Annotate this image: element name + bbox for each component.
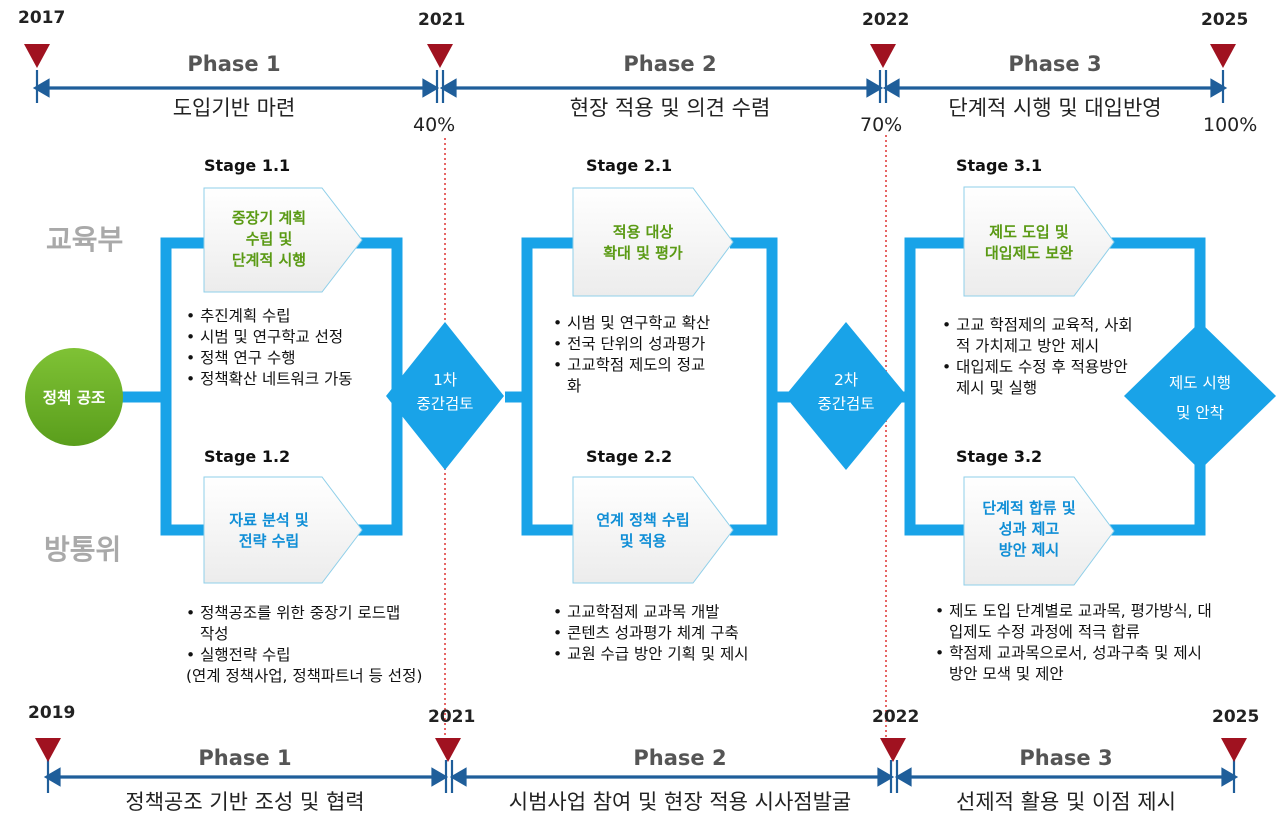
stage-2-2-title: Stage 2.2: [586, 447, 673, 466]
stage-2-1-title: Stage 2.1: [586, 156, 673, 175]
top-year-2017: 2017: [18, 8, 66, 28]
stage-1-2-bullets: • 정책공조를 위한 중장기 로드맵 작성 • 실행전략 수립 (연계 정책사업…: [186, 603, 422, 687]
bottom-phase-3-title: Phase 3: [1019, 746, 1113, 770]
top-marker-2021: [427, 44, 453, 68]
start-node-label: 정책 공조: [42, 389, 106, 407]
stage-box-1-1: [203, 187, 363, 293]
list-item: • 교원 수급 방안 기획 및 제시: [553, 645, 749, 663]
bottom-phase-2-label: 시범사업 참여 및 현장 적용 시사점발굴: [508, 790, 852, 814]
list-item: • 정책확산 네트워크 가동: [186, 370, 353, 388]
list-item: • 정책공조를 위한 중장기 로드맵 작성: [186, 604, 401, 643]
stage-3-2-bullets: • 제도 도입 단계별로 교과목, 평가방식, 대입제도 수정 과정에 적극 합…: [935, 601, 1215, 685]
review-diamond-1: [386, 322, 504, 470]
progress-40: 40%: [413, 114, 456, 136]
list-item: (연계 정책사업, 정책파트너 등 선정): [186, 667, 423, 685]
bottom-marker-2019: [35, 738, 61, 762]
top-phase-1-label: 도입기반 마련: [172, 96, 296, 120]
bottom-phase-1-label: 정책공조 기반 조성 및 협력: [125, 790, 365, 814]
bottom-marker-2022: [880, 738, 906, 762]
org-label-top: 교육부: [46, 223, 124, 256]
list-item: • 대입제도 수정 후 적용방안 제시 및 실행: [942, 358, 1128, 397]
stage-3-1-title: Stage 3.1: [956, 156, 1043, 175]
list-item: • 실행전략 수립: [186, 646, 291, 664]
start-circle: [25, 348, 123, 446]
stage-box-3-2: [963, 476, 1115, 586]
stage-2-1-bullets: • 시범 및 연구학교 확산 • 전국 단위의 성과평가 • 고교학점 제도의 …: [553, 313, 763, 397]
top-phase-3-label: 단계적 시행 및 대입반영: [948, 96, 1162, 120]
bottom-marker-2025: [1221, 738, 1247, 762]
bottom-year-2021: 2021: [428, 707, 476, 727]
top-marker-2025: [1210, 44, 1236, 68]
stage-3-1-bullets: • 고교 학점제의 교육적, 사회적 가치제고 방안 제시 • 대입제도 수정 …: [942, 315, 1142, 399]
stage-1-1-bullets: • 추진계획 수립 • 시범 및 연구학교 선정 • 정책 연구 수행 • 정책…: [186, 306, 396, 390]
progress-100: 100%: [1203, 114, 1258, 136]
stage-box-3-1: [963, 186, 1115, 297]
top-marker-2022: [870, 44, 896, 68]
flow-connector-phase1: [120, 237, 430, 536]
top-year-2021: 2021: [418, 10, 466, 30]
bottom-year-2022: 2022: [872, 707, 920, 727]
stage-3-2-title: Stage 3.2: [956, 447, 1043, 466]
top-phase-2-title: Phase 2: [623, 52, 717, 76]
stage-box-1-2: [203, 476, 363, 584]
list-item: • 콘텐츠 성과평가 체계 구축: [553, 624, 739, 642]
final-diamond: [1124, 322, 1276, 470]
list-item: • 시범 및 연구학교 선정: [186, 328, 344, 346]
bottom-year-2019: 2019: [28, 703, 76, 723]
list-item: • 학점제 교과목으로서, 성과구축 및 제시 방안 모색 및 제안: [935, 644, 1202, 683]
top-marker-2017: [24, 44, 50, 68]
stage-box-2-2: [572, 476, 734, 584]
list-item: • 정책 연구 수행: [186, 349, 296, 367]
top-phase-3-title: Phase 3: [1008, 52, 1102, 76]
flow-connector-phase3: [895, 237, 1206, 536]
list-item: • 고교학점제 교과목 개발: [553, 603, 720, 621]
bottom-phase-1-title: Phase 1: [198, 746, 292, 770]
top-phase-2-label: 현장 적용 및 의견 수렴: [569, 96, 771, 120]
list-item: • 시범 및 연구학교 확산: [553, 314, 711, 332]
bottom-marker-2021: [435, 738, 461, 762]
stage-1-2-title: Stage 1.2: [204, 447, 291, 466]
list-item: • 추진계획 수립: [186, 307, 291, 325]
list-item: • 고교학점 제도의 정교화: [553, 356, 706, 395]
stage-2-2-bullets: • 고교학점제 교과목 개발 • 콘텐츠 성과평가 체계 구축 • 교원 수급 …: [553, 602, 813, 665]
bottom-year-2025: 2025: [1212, 707, 1260, 727]
review-diamond-2: [785, 322, 907, 470]
top-year-2025: 2025: [1201, 10, 1249, 30]
stage-box-2-1: [572, 187, 734, 297]
list-item: • 전국 단위의 성과평가: [553, 335, 706, 353]
bottom-phase-3-label: 선제적 활용 및 이점 제시: [956, 790, 1176, 814]
top-year-2022: 2022: [862, 10, 910, 30]
flow-connector-phase2: [505, 237, 790, 536]
progress-70: 70%: [860, 114, 903, 136]
org-label-bottom: 방통위: [44, 533, 122, 566]
bottom-phase-2-title: Phase 2: [633, 746, 727, 770]
list-item: • 고교 학점제의 교육적, 사회적 가치제고 방안 제시: [942, 316, 1133, 355]
stage-1-1-title: Stage 1.1: [204, 156, 291, 175]
list-item: • 제도 도입 단계별로 교과목, 평가방식, 대입제도 수정 과정에 적극 합…: [935, 602, 1212, 641]
top-phase-1-title: Phase 1: [187, 52, 281, 76]
